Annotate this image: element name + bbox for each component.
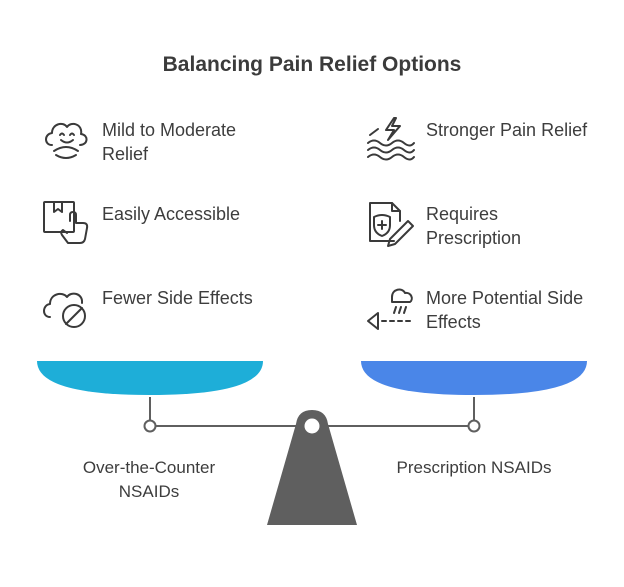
left-item-accessible: Easily Accessible xyxy=(40,199,272,251)
rain-cloud-icon xyxy=(367,288,413,330)
left-beam-joint xyxy=(143,419,157,433)
right-beam-joint xyxy=(467,419,481,433)
right-item-stronger-relief: Stronger Pain Relief xyxy=(364,115,596,167)
fulcrum xyxy=(267,410,357,525)
lightning-waves-icon xyxy=(367,117,415,161)
right-pan xyxy=(361,361,587,395)
diagram-title: Balancing Pain Relief Options xyxy=(162,53,462,76)
left-pan xyxy=(37,361,263,395)
right-item-requires-prescription: Requires Prescription xyxy=(364,199,596,251)
right-item-label: Stronger Pain Relief xyxy=(426,120,588,140)
left-item-label: Fewer Side Effects xyxy=(102,288,253,308)
right-item-more-side-effects: More Potential Side Effects xyxy=(364,283,596,335)
cloud-smile-icon xyxy=(45,122,88,159)
left-item-fewer-side-effects: Fewer Side Effects xyxy=(40,283,272,335)
right-item-label: More Potential Side Effects xyxy=(426,288,584,332)
left-item-label: Easily Accessible xyxy=(102,204,241,224)
left-caption: Over-the-Counter NSAIDs xyxy=(82,458,216,501)
right-caption: Prescription NSAIDs xyxy=(396,458,552,477)
prescription-pen-icon xyxy=(369,202,414,247)
box-hand-icon xyxy=(43,201,89,244)
right-item-label: Requires Prescription xyxy=(426,204,522,248)
left-item-mild-relief: Mild to Moderate Relief xyxy=(40,115,272,167)
fulcrum-pivot xyxy=(304,418,320,434)
left-item-label: Mild to Moderate Relief xyxy=(102,120,237,164)
cloud-blocked-icon xyxy=(43,292,86,328)
